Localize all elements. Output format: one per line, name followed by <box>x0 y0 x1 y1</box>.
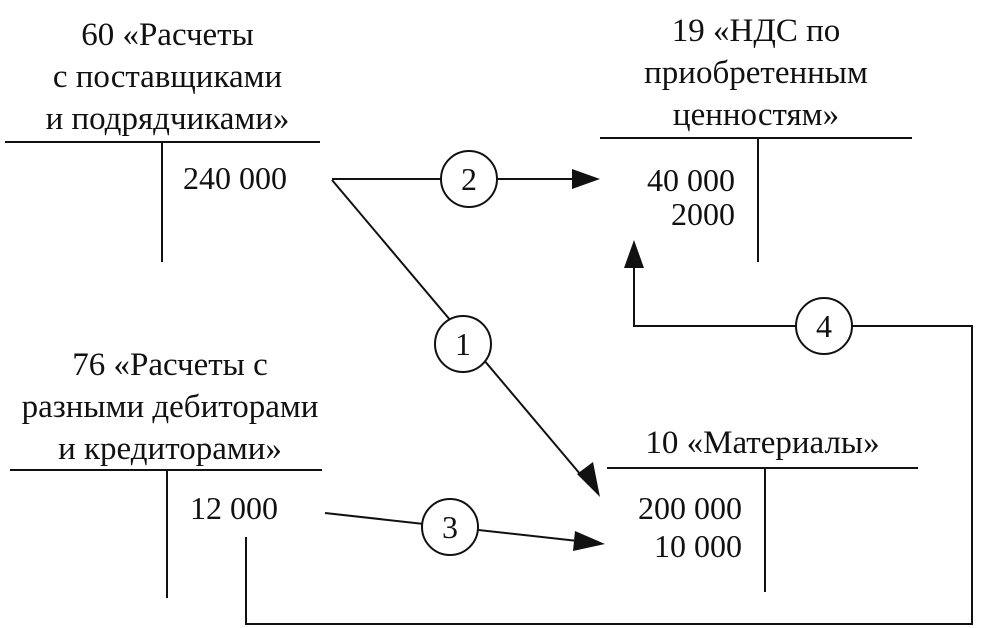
flow-3-arrowhead <box>573 531 605 551</box>
flow-4-label: 4 <box>795 297 853 355</box>
account-60-title: 60 «Расчеты с поставщиками и подрядчикам… <box>15 14 320 140</box>
account-19-title-line: приобретенным <box>644 55 868 91</box>
account-19-title: 19 «НДС по приобретенным ценностям» <box>600 10 912 136</box>
account-19-title-line: ценностям» <box>672 97 840 133</box>
account-76-title-line: разными дебиторами <box>21 389 319 425</box>
account-60-title-line: 60 «Расчеты <box>81 17 254 53</box>
flow-1-arrowhead <box>577 462 600 497</box>
account-19-debit-value: 40 000 <box>647 162 735 198</box>
account-19-title-line: 19 «НДС по <box>671 13 841 49</box>
account-10-debit-value: 200 000 <box>638 490 742 526</box>
account-60-title-line: и подрядчиками» <box>45 101 290 137</box>
account-19-debit-value: 2000 <box>671 196 735 232</box>
flow-2-label: 2 <box>440 150 498 208</box>
account-10-title-line: 10 «Материалы» <box>645 425 880 461</box>
account-76-title-line: 76 «Расчеты с <box>72 347 268 383</box>
flow-1-label: 1 <box>434 315 492 373</box>
flow-2-arrowhead <box>572 169 600 189</box>
account-60-title-line: с поставщиками <box>52 59 283 95</box>
flow-3-label: 3 <box>421 498 479 556</box>
account-10-title: 10 «Материалы» <box>607 422 918 464</box>
account-10-debit-value: 10 000 <box>654 528 742 564</box>
account-76-debit-value: 12 000 <box>190 490 278 526</box>
account-76-title-line: и кредиторами» <box>58 431 282 467</box>
flow-4-line <box>245 268 973 625</box>
account-60-debit-value: 240 000 <box>183 160 287 196</box>
account-76-title: 76 «Расчеты с разными дебиторами и креди… <box>0 344 340 470</box>
flow-4-arrowhead <box>624 240 644 268</box>
